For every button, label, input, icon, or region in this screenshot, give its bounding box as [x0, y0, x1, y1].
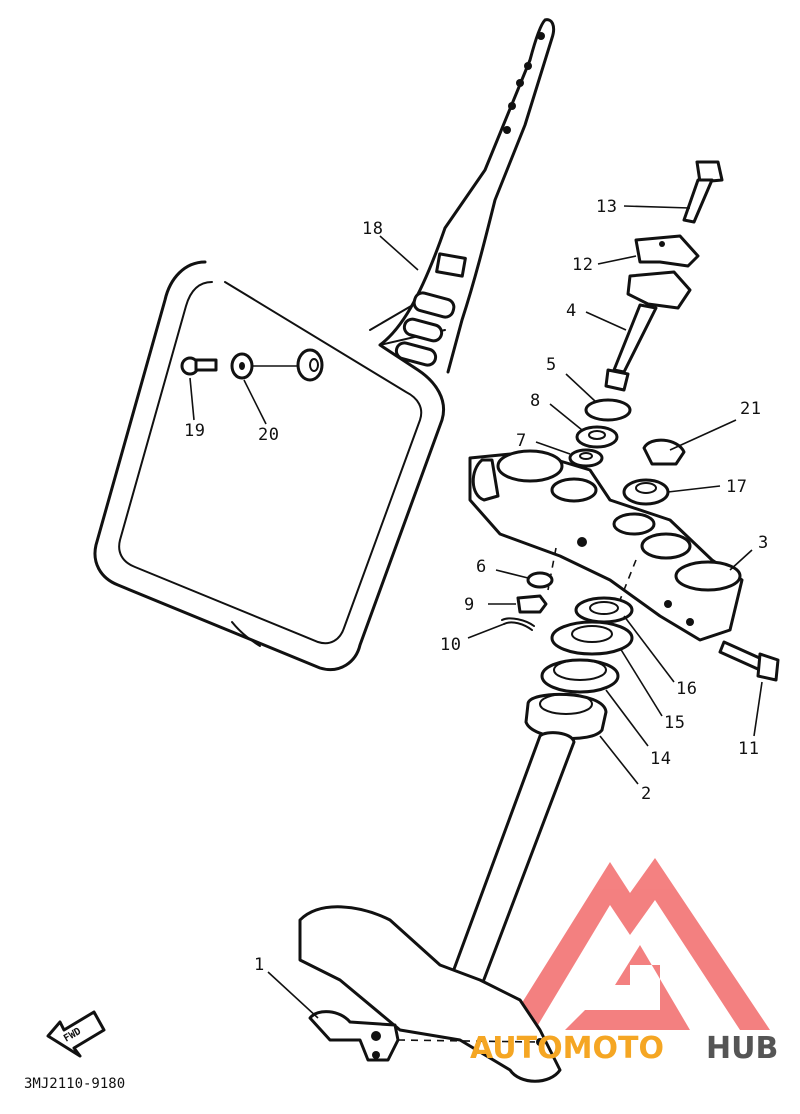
callout-3: 3	[758, 533, 769, 553]
callout-4: 4	[566, 301, 577, 321]
callout-10: 10	[440, 635, 461, 655]
watermark-text-orange: AUTOMOTO	[470, 1031, 664, 1066]
callout-16: 16	[676, 679, 697, 699]
number-plate	[93, 18, 556, 671]
handlebar-holder	[604, 270, 692, 392]
collar-7	[568, 448, 604, 468]
upper-bracket	[468, 449, 744, 642]
plate-screw	[180, 356, 218, 376]
callouts: 1 2 3 4 5 6 7 8 9 10 11 12 13 14 15 16 1…	[184, 197, 769, 975]
washer-5	[584, 398, 632, 422]
callout-5: 5	[546, 355, 557, 375]
watermark-text-gray: HUB	[706, 1031, 778, 1066]
watermark-logo	[505, 858, 770, 1030]
callout-20: 20	[258, 425, 279, 445]
nut-17	[622, 478, 670, 506]
callout-1: 1	[254, 955, 265, 975]
cap-21	[642, 438, 686, 466]
callout-9: 9	[464, 595, 475, 615]
callout-21: 21	[740, 399, 761, 419]
callout-14: 14	[650, 749, 671, 769]
handlebar-clamp	[634, 234, 700, 268]
callout-2: 2	[641, 784, 652, 804]
callout-13: 13	[596, 197, 617, 217]
callout-18: 18	[362, 219, 383, 239]
plate-grommet	[252, 348, 324, 382]
bolt-11	[718, 640, 780, 682]
callout-17: 17	[726, 477, 747, 497]
callout-11: 11	[738, 739, 759, 759]
drawing-number: 3MJ2110-9180	[24, 1076, 125, 1092]
fwd-arrow-icon: FWD	[46, 1010, 106, 1058]
callout-6: 6	[476, 557, 487, 577]
nut-9	[516, 594, 548, 614]
cotter-pin-10	[501, 617, 535, 631]
nut-6	[526, 571, 554, 589]
bearing-14	[540, 658, 620, 694]
bolt-13	[682, 160, 724, 224]
callout-7: 7	[516, 431, 527, 451]
callout-19: 19	[184, 421, 205, 441]
ring-nut-16	[574, 596, 634, 624]
plate-washer	[230, 352, 254, 380]
watermark-text: AUTOMOTO HUB	[470, 1031, 778, 1066]
callout-12: 12	[572, 255, 593, 275]
callout-15: 15	[664, 713, 685, 733]
callout-8: 8	[530, 391, 541, 411]
steering-stem	[298, 731, 576, 1083]
damper-8	[575, 425, 619, 449]
washer-15	[550, 620, 634, 656]
bearing-2	[524, 692, 608, 740]
leader-lines	[189, 205, 763, 1019]
